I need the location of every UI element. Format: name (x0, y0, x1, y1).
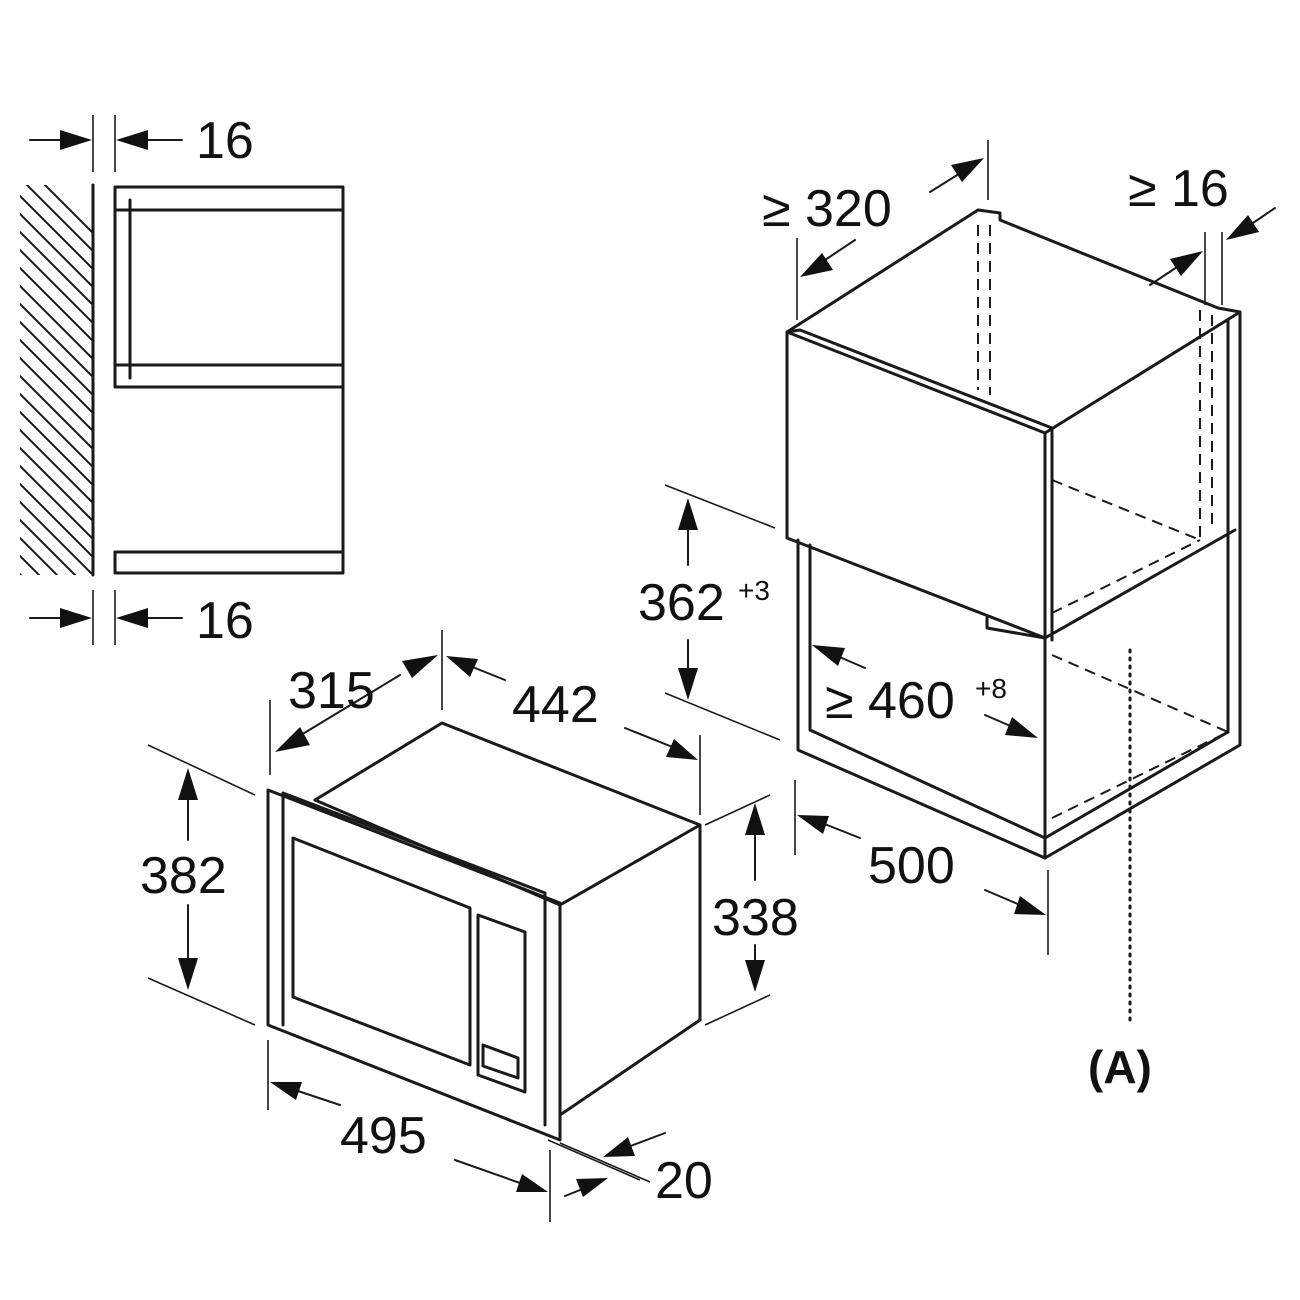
dim-frame-depth-label: 20 (655, 1152, 713, 1210)
hatch-line (43, 185, 93, 234)
hatch-line (20, 249, 93, 324)
hatch-line (20, 483, 93, 558)
dim-side-bottom-label: 16 (196, 592, 254, 650)
dim-cabinet-side-gap: ≥ 16 (1128, 160, 1276, 305)
hatch-line (20, 429, 93, 504)
hatch-line (20, 357, 93, 432)
dim-side-top: 16 (29, 112, 254, 172)
dim-microwave-front-width: 495 (267, 1040, 551, 1222)
hatch-line (20, 573, 23, 575)
hatch-line (20, 231, 93, 306)
dim-niche-height-label: 362 (638, 574, 725, 632)
dim-niche-width: ≥ 460 +8 (812, 645, 1038, 738)
hatch-line (20, 267, 93, 342)
dim-microwave-front-width-label: 495 (340, 1107, 427, 1165)
control-panel (476, 913, 527, 1094)
dim-microwave-body-height: 338 (704, 794, 799, 1026)
hatch-line (20, 465, 93, 540)
hatch-line (20, 555, 41, 575)
dim-microwave-height: 382 (140, 744, 256, 1026)
dim-cabinet-side-gap-label: ≥ 16 (1128, 160, 1229, 218)
hatch-line (20, 393, 93, 468)
wall-hatching (20, 185, 93, 701)
dim-cabinet-depth: ≥ 320 (762, 140, 989, 320)
dim-microwave-depth: 315 (269, 630, 443, 775)
hatch-line (20, 213, 93, 288)
hatch-line (20, 447, 93, 522)
dim-microwave-body-height-label: 338 (712, 889, 799, 947)
hatch-line (20, 519, 77, 575)
hatch-line (20, 375, 93, 450)
hatch-line (20, 537, 59, 575)
microwave-body (313, 721, 702, 1117)
dim-frame-depth: 20 (547, 1132, 713, 1210)
dim-side-bottom: 16 (29, 590, 254, 650)
dim-niche-width-tolerance: +8 (975, 673, 1007, 704)
dim-cabinet-depth-label: ≥ 320 (762, 180, 892, 238)
dim-microwave-width-label: 442 (512, 676, 599, 734)
hatch-line (20, 195, 93, 270)
hatch-line (20, 321, 93, 396)
microwave-window (291, 836, 472, 1067)
hatch-line (20, 411, 93, 486)
dim-microwave-height-label: 382 (140, 847, 227, 905)
side-view: 16 16 (20, 112, 345, 701)
dim-cabinet-total-depth-label: 500 (868, 837, 955, 895)
upper-cabinet (113, 185, 345, 389)
dim-cabinet-total-depth: 500 (794, 780, 1049, 955)
hatch-line (20, 339, 93, 414)
dim-microwave-depth-label: 315 (288, 662, 375, 720)
dim-niche-width-label: ≥ 460 (825, 672, 955, 730)
hatch-line (20, 628, 93, 701)
dim-microwave-width: 442 (446, 656, 701, 815)
callout-a-label: (A) (1088, 1041, 1152, 1093)
dim-niche-height: 362 +3 (638, 484, 781, 741)
dim-niche-height-tolerance: +3 (738, 575, 770, 606)
cabinet (785, 208, 1242, 1022)
hatch-line (20, 592, 93, 665)
hatch-line (20, 501, 93, 575)
microwave-front-frame (266, 788, 562, 1142)
hatch-line (25, 185, 93, 252)
microwave (266, 721, 702, 1142)
hatch-line (20, 303, 93, 378)
cabinet-upper-front (785, 330, 1047, 640)
dim-side-top-label: 16 (196, 112, 254, 170)
hatch-line (20, 285, 93, 360)
lower-shelf (113, 550, 345, 575)
display-icon (481, 1043, 520, 1080)
